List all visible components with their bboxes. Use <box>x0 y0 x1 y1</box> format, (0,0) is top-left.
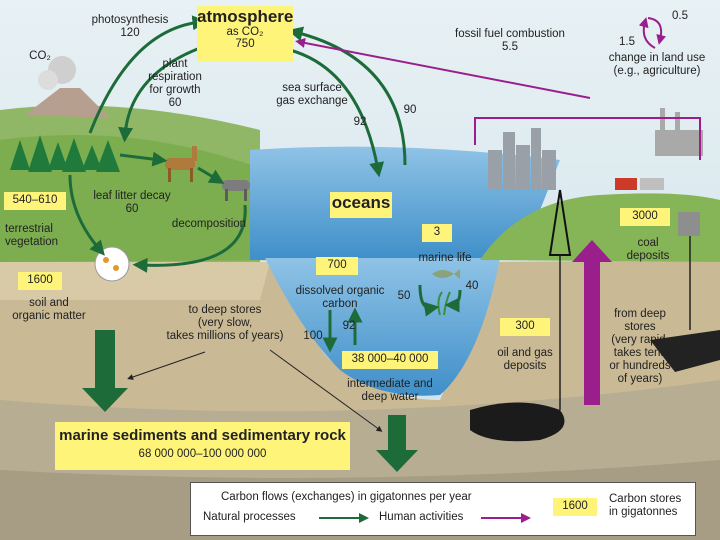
coal-mine <box>678 212 700 236</box>
coal-seam <box>650 330 720 372</box>
flow-100-value: 100 <box>303 330 323 342</box>
land-use-up-value: 0.5 <box>672 10 688 22</box>
city-skyline <box>488 128 556 190</box>
oil-label: oil and gas deposits <box>497 347 553 372</box>
legend-natural-arrow <box>319 513 369 523</box>
atmosphere-value: 750 <box>235 38 255 50</box>
fish-icon <box>432 269 460 279</box>
legend-store-swatch: 1600 <box>553 498 597 516</box>
deep-water-label: intermediate and deep water <box>347 378 433 403</box>
atmosphere-subtitle: as CO₂ <box>226 26 264 38</box>
flow-92-value: 92 <box>342 320 356 332</box>
legend-human-label: Human activities <box>379 511 464 523</box>
forest <box>10 135 120 172</box>
land-use-down-value: 1.5 <box>619 36 635 48</box>
legend-flows-title: Carbon flows (exchanges) in gigatonnes p… <box>221 491 472 503</box>
marine-life-store: 3 <box>422 224 452 242</box>
marine-life-label: marine life <box>418 252 472 264</box>
wolf-icon <box>222 180 250 201</box>
decomposition-arrow <box>132 204 247 273</box>
fossil-fuel-arrow <box>295 38 591 99</box>
marine-50-value: 50 <box>397 290 411 302</box>
co2-label: CO₂ <box>29 50 51 62</box>
soil-to-sediment-arrow <box>82 330 128 412</box>
soil-layer <box>0 262 270 300</box>
factory <box>655 108 703 156</box>
food-chain-arrow-2 <box>197 166 225 184</box>
coal-label: coal deposits <box>626 237 670 262</box>
sediments-title: marine sediments and sedimentary rock <box>59 427 346 444</box>
sediments-value: 68 000 000–100 000 000 <box>138 448 267 460</box>
leaf-litter-label: leaf litter decay 60 <box>93 190 171 215</box>
legend-human-arrow <box>481 513 531 523</box>
deep-store-arrow-right <box>269 349 383 432</box>
deep-water-to-sediment-arrow <box>376 415 418 472</box>
plant-respiration-arrow <box>118 46 201 143</box>
coal-store: 3000 <box>620 208 670 226</box>
terrestrial-store: 540–610 <box>4 192 66 210</box>
doc-label: dissolved organic carbon <box>295 285 385 310</box>
oil-store: 300 <box>500 318 550 336</box>
oceans-label-box: oceans <box>330 192 392 218</box>
leaf-litter-arrow <box>68 174 105 256</box>
terrestrial-label: terrestrial vegetation <box>5 223 59 248</box>
sediments-store: marine sediments and sedimentary rock 68… <box>55 422 350 470</box>
trailer <box>640 178 664 190</box>
from-deep-stores-label: from deep stores (very rapid, takes tens… <box>609 308 671 385</box>
photosynthesis-arrow <box>88 15 208 134</box>
volcano <box>25 88 110 118</box>
oil-deposit <box>470 402 565 442</box>
land-use-label: change in land use (e.g., agriculture) <box>608 52 706 77</box>
legend-natural-label: Natural processes <box>203 511 296 523</box>
sea-surface-label: sea surface gas exchange <box>276 82 348 107</box>
deer-icon <box>165 146 197 182</box>
atmosphere-title: atmosphere <box>197 7 294 26</box>
marine-50-arrow <box>418 284 440 317</box>
human-emissions-bracket <box>474 117 701 160</box>
sea-gas-up-arrow <box>287 26 407 166</box>
marine-40-arrow <box>444 289 462 313</box>
decomposition-label: decomposition <box>171 218 247 230</box>
sea-gas-down-arrow <box>289 48 385 178</box>
photosynthesis-label: photosynthesis 120 <box>91 14 169 39</box>
doc-store: 700 <box>316 257 358 275</box>
soil-store: 1600 <box>18 272 62 290</box>
sea-up-value: 90 <box>403 104 417 116</box>
deep-water-store: 38 000–40 000 <box>342 351 438 369</box>
deep-store-arrow-left <box>127 351 206 380</box>
fossil-fuel-label: fossil fuel combustion 5.5 <box>455 28 565 53</box>
sea <box>250 146 560 260</box>
sea-down-value: 92 <box>353 116 367 128</box>
food-chain-arrow-1 <box>119 151 168 167</box>
atmosphere-store: atmosphere as CO₂ 750 <box>197 6 293 62</box>
land-use-down-arrow <box>638 17 656 49</box>
soil-label: soil and organic matter <box>12 297 86 322</box>
microbes-icon <box>94 246 130 282</box>
deep-stores-label: to deep stores (very slow, takes million… <box>166 304 284 342</box>
plant-respiration-label: plant respiration for growth 60 <box>148 58 202 109</box>
legend: Carbon flows (exchanges) in gigatonnes p… <box>190 482 696 536</box>
marine-40-value: 40 <box>465 280 479 292</box>
land-use-up-arrow <box>647 17 667 45</box>
legend-stores-label: Carbon stores in gigatonnes <box>609 493 682 518</box>
tractor <box>615 178 637 190</box>
fossil-extraction-arrow <box>572 240 612 405</box>
